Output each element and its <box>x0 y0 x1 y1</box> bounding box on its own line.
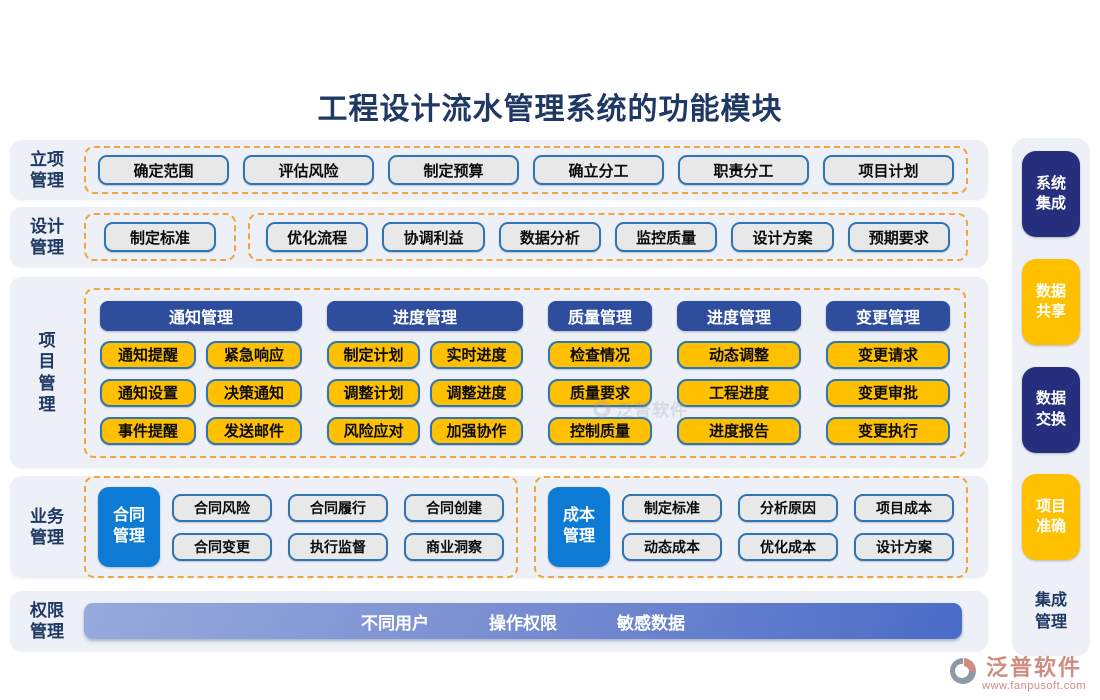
module-button[interactable]: 合同创建 <box>404 493 504 522</box>
dashed-group: 通知管理 通知提醒 紧急响应 通知设置 决策通知 事件提醒 发送邮件 进度管理 … <box>84 287 966 458</box>
contract-group: 合同管理 合同风险 合同履行 合同创建 合同变更 执行监督 商业洞察 <box>84 476 518 578</box>
module-button[interactable]: 质量要求 <box>548 378 652 407</box>
module-button[interactable]: 变更审批 <box>826 378 950 407</box>
module-button[interactable]: 设计方案 <box>854 532 954 561</box>
column-header[interactable]: 变更管理 <box>826 300 950 331</box>
right-sidebar: 系统集成 数据共享 数据交换 项目准确 集成管理 <box>1012 138 1090 656</box>
contract-tile[interactable]: 合同管理 <box>98 487 160 567</box>
page-title: 工程设计流水管理系统的功能模块 <box>317 93 783 126</box>
module-button[interactable]: 制定标准 <box>104 222 216 252</box>
row-label: 业务管理 <box>30 506 64 547</box>
dashed-group: 优化流程 协调利益 数据分析 监控质量 设计方案 预期要求 <box>248 213 968 261</box>
sidebar-item-data-exchange[interactable]: 数据交换 <box>1022 366 1080 453</box>
module-button[interactable]: 调整进度 <box>430 378 523 407</box>
row-label: 设计管理 <box>30 216 64 257</box>
row-label: 项目管理 <box>38 331 56 414</box>
sidebar-item-data-sharing[interactable]: 数据共享 <box>1022 258 1080 345</box>
module-button[interactable]: 通知提醒 <box>100 340 196 369</box>
module-button[interactable]: 职责分工 <box>678 155 809 185</box>
module-button[interactable]: 合同风险 <box>172 493 272 522</box>
brand-url[interactable]: www.fanpusoft.com <box>982 680 1086 692</box>
module-button[interactable]: 协调利益 <box>382 222 485 252</box>
module-button[interactable]: 决策通知 <box>206 378 302 407</box>
column-header[interactable]: 通知管理 <box>100 300 302 331</box>
permission-bar: 不同用户 操作权限 敏感数据 <box>84 603 962 639</box>
module-button[interactable]: 控制质量 <box>548 416 652 445</box>
column-header[interactable]: 进度管理 <box>677 300 801 331</box>
column-header[interactable]: 质量管理 <box>548 300 652 331</box>
dashed-group: 制定标准 <box>84 213 236 261</box>
module-button[interactable]: 发送邮件 <box>206 416 302 445</box>
module-button[interactable]: 分析原因 <box>738 493 838 522</box>
module-button[interactable]: 数据分析 <box>498 222 601 252</box>
sidebar-item-system-integration[interactable]: 系统集成 <box>1022 151 1080 237</box>
module-button[interactable]: 制定标准 <box>622 493 722 522</box>
brand-footer: 泛普软件 www.fanpusoft.com <box>948 654 1086 692</box>
module-button[interactable]: 优化成本 <box>738 532 838 561</box>
column-quality: 质量管理 检查情况 质量要求 控制质量 <box>548 300 652 445</box>
column-change: 变更管理 变更请求 变更审批 变更执行 <box>826 300 950 445</box>
module-button[interactable]: 变更请求 <box>826 340 950 369</box>
module-button[interactable]: 合同变更 <box>172 532 272 561</box>
module-button[interactable]: 监控质量 <box>614 222 718 252</box>
module-button[interactable]: 通知设置 <box>100 378 196 407</box>
module-button[interactable]: 项目成本 <box>854 493 954 522</box>
column-notification: 通知管理 通知提醒 紧急响应 通知设置 决策通知 事件提醒 发送邮件 <box>100 300 302 445</box>
cost-tile[interactable]: 成本管理 <box>548 487 610 567</box>
module-button[interactable]: 执行监督 <box>288 532 388 561</box>
permission-item[interactable]: 操作权限 <box>489 613 557 633</box>
module-button[interactable]: 合同履行 <box>288 493 388 522</box>
row-project-management: 项目管理 通知管理 通知提醒 紧急响应 通知设置 决策通知 事件提醒 发送邮件 … <box>10 277 988 468</box>
module-button[interactable]: 优化流程 <box>266 222 369 252</box>
permission-item[interactable]: 不同用户 <box>361 613 429 633</box>
module-button[interactable]: 确定范围 <box>98 155 229 185</box>
dashed-group: 确定范围 评估风险 制定预算 确立分工 职责分工 项目计划 <box>84 146 968 194</box>
row-label: 立项管理 <box>30 149 64 190</box>
sidebar-item-integration-management: 集成管理 <box>1035 592 1068 631</box>
column-progress: 进度管理 动态调整 工程进度 进度报告 <box>677 300 801 445</box>
module-button[interactable]: 动态成本 <box>622 532 722 561</box>
module-button[interactable]: 实时进度 <box>430 340 523 369</box>
sidebar-item-project-accuracy[interactable]: 项目准确 <box>1022 474 1080 561</box>
cost-group: 成本管理 制定标准 分析原因 项目成本 动态成本 优化成本 设计方案 <box>534 476 968 578</box>
module-button[interactable]: 项目计划 <box>823 155 954 185</box>
column-header[interactable]: 进度管理 <box>327 300 523 331</box>
module-button[interactable]: 制定预算 <box>388 155 519 185</box>
row-design-management: 设计管理 制定标准 优化流程 协调利益 数据分析 监控质量 设计方案 预期要求 <box>10 207 988 267</box>
module-button[interactable]: 工程进度 <box>677 378 801 407</box>
row-permission-management: 权限管理 不同用户 操作权限 敏感数据 <box>10 591 988 651</box>
module-button[interactable]: 动态调整 <box>677 340 801 369</box>
brand-logo-icon <box>950 657 977 684</box>
module-button[interactable]: 制定计划 <box>327 340 420 369</box>
module-button[interactable]: 事件提醒 <box>100 416 196 445</box>
module-button[interactable]: 商业洞察 <box>404 532 504 561</box>
module-button[interactable]: 紧急响应 <box>206 340 302 369</box>
module-button[interactable]: 进度报告 <box>677 416 801 445</box>
brand-name: 泛普软件 <box>986 654 1083 680</box>
column-schedule: 进度管理 制定计划 实时进度 调整计划 调整进度 风险应对 加强协作 <box>327 300 523 445</box>
module-button[interactable]: 风险应对 <box>327 416 420 445</box>
module-button[interactable]: 预期要求 <box>847 222 950 252</box>
module-button[interactable]: 检查情况 <box>548 340 652 369</box>
row-business-management: 业务管理 合同管理 合同风险 合同履行 合同创建 合同变更 执行监督 商业洞察 … <box>10 476 988 578</box>
module-button[interactable]: 加强协作 <box>430 416 523 445</box>
module-button[interactable]: 变更执行 <box>826 416 950 445</box>
row-label: 权限管理 <box>30 600 64 641</box>
module-button[interactable]: 评估风险 <box>243 155 374 185</box>
module-button[interactable]: 调整计划 <box>327 378 420 407</box>
permission-item[interactable]: 敏感数据 <box>617 613 685 633</box>
row-project-initiation: 立项管理 确定范围 评估风险 制定预算 确立分工 职责分工 项目计划 <box>10 140 988 200</box>
module-button[interactable]: 确立分工 <box>533 155 664 185</box>
module-button[interactable]: 设计方案 <box>731 222 834 252</box>
